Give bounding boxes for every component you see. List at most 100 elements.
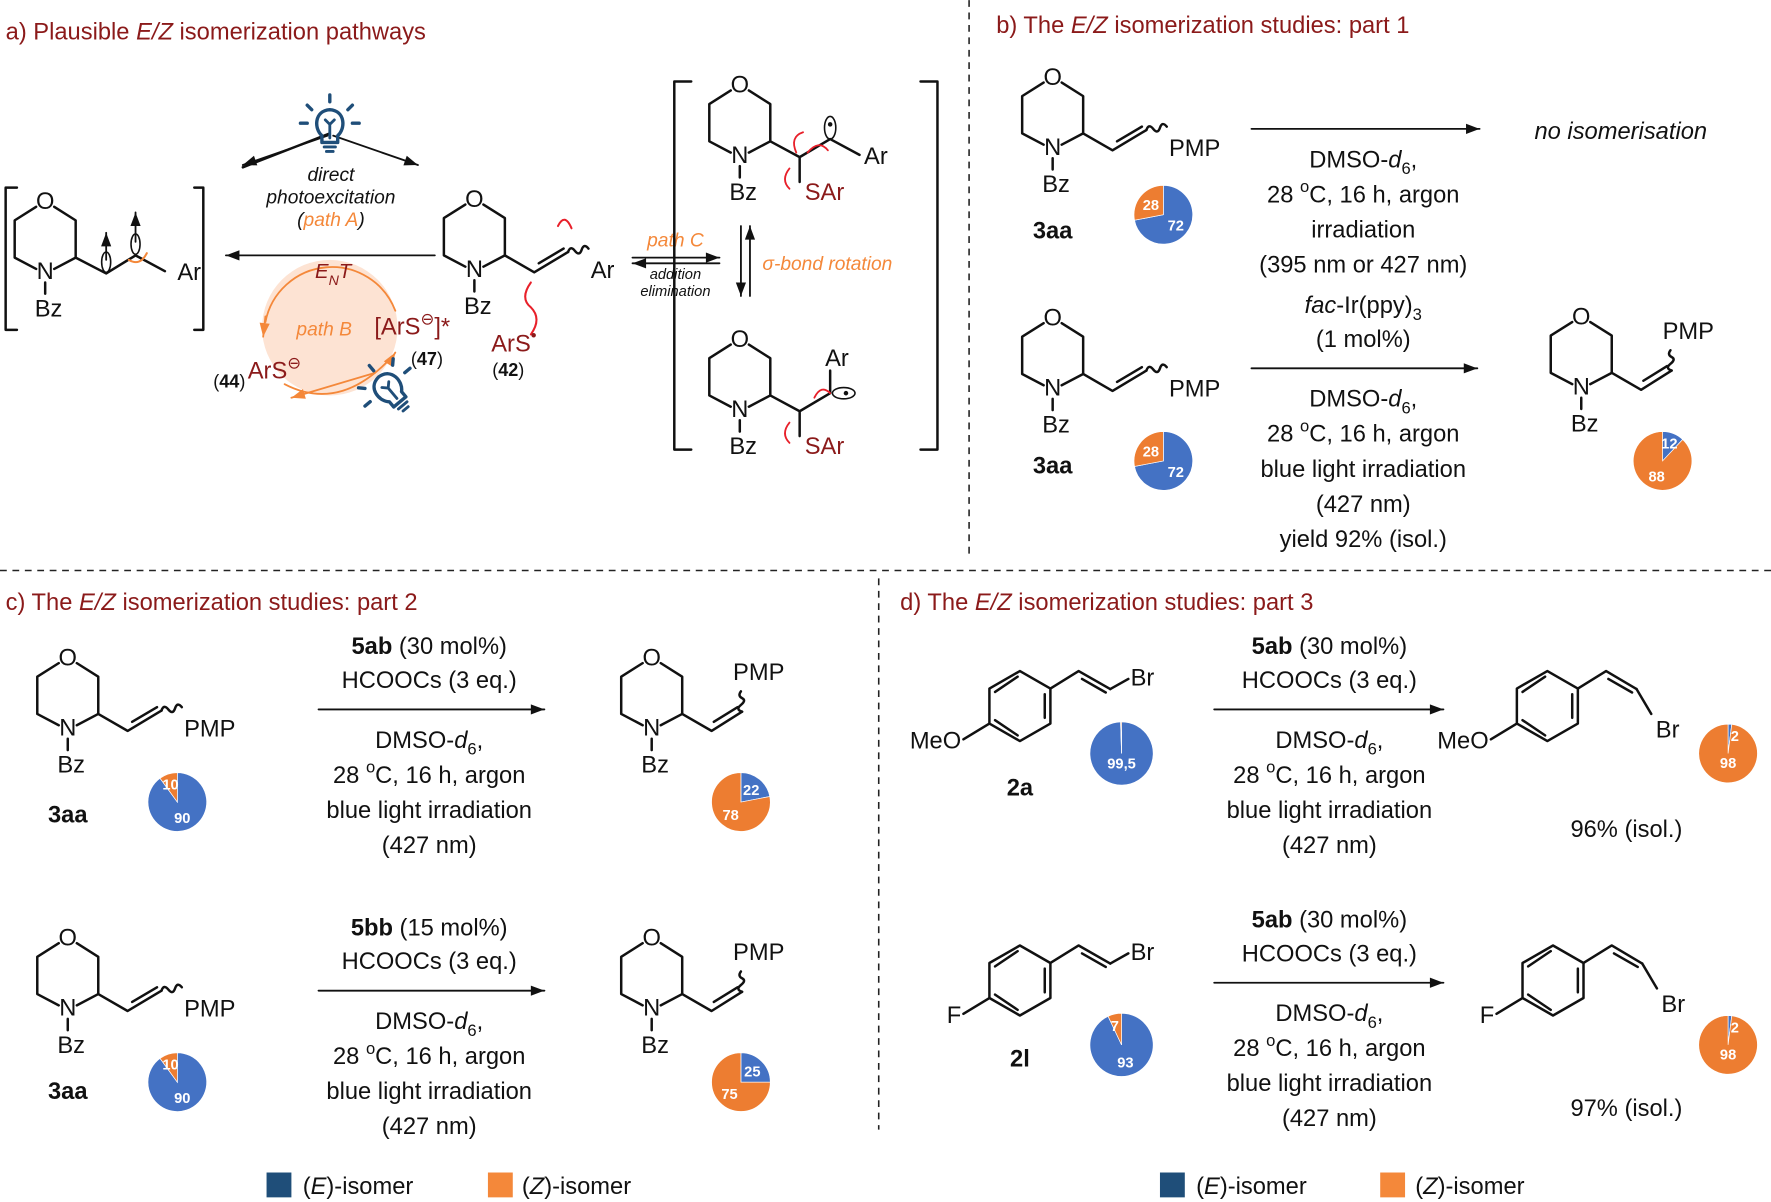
text-segment: yield 92% (isol.): [1280, 527, 1447, 553]
atom-sar: SAr: [805, 434, 845, 460]
pie-slice-z: [1120, 721, 1122, 754]
spin-arrow: [130, 211, 141, 243]
arrow-head: [130, 212, 141, 227]
pie-label-z: 10: [162, 777, 178, 793]
pie-label-e: 12: [1661, 436, 1677, 452]
text-segment: ,: [1377, 728, 1384, 754]
text-segment: 5ab: [1252, 634, 1293, 660]
atom-bz: Bz: [641, 753, 669, 779]
text-segment: 28: [1267, 182, 1300, 208]
text-segment: path A: [303, 210, 359, 231]
radical-dot: [827, 122, 833, 127]
reaction-arrow: [1213, 977, 1445, 988]
condition-below: DMSO-d6,: [1309, 387, 1417, 418]
text-segment: 28: [333, 763, 366, 789]
p-orbital: [831, 386, 856, 400]
text-segment: o: [1300, 177, 1309, 196]
atom-pmp: PMP: [184, 717, 235, 743]
condition-above: (1 mol%): [1316, 327, 1411, 353]
compound-label: 3aa: [1033, 218, 1073, 244]
substituent-bond: [962, 722, 991, 741]
condition-below: 28 oC, 16 h, argon: [1267, 417, 1459, 448]
curly-arrow: [784, 131, 829, 190]
pie-label-e: 90: [174, 1091, 190, 1107]
benzene-ring: [988, 669, 1052, 743]
substrate-ratio-pie: 99,5: [1089, 721, 1154, 786]
spin-arrow: [101, 231, 112, 261]
light-ray: [390, 357, 395, 367]
condition-below: DMSO-d6,: [375, 1009, 483, 1040]
wavy-bond: [737, 690, 746, 713]
text-segment: 6: [467, 1021, 476, 1040]
condition-below: blue light irradiation: [1260, 457, 1466, 483]
pie-label-e: 2: [1731, 729, 1739, 745]
substituent-bond: [1489, 722, 1519, 741]
text-segment: blue light irradiation: [326, 798, 532, 824]
bracket-right: [193, 186, 205, 332]
atom-br: Br: [1131, 666, 1155, 692]
pie-label-e: 90: [174, 811, 190, 827]
adduct-bonds: [769, 369, 832, 438]
text-segment: (427 nm): [382, 833, 477, 859]
pie-label-e: 2: [1731, 1020, 1739, 1036]
wavy-bond: [1145, 122, 1168, 133]
equilibrium-back: [631, 258, 721, 269]
atom-bz: Bz: [35, 296, 63, 322]
rotation-equilibrium-up: [744, 225, 756, 297]
text-segment: (: [411, 349, 417, 369]
pie-slice-z: [711, 1052, 771, 1112]
condition-above: 5bb (15 mol%): [351, 915, 508, 941]
condition-below: blue light irradiation: [1227, 798, 1433, 824]
atom-meo: MeO: [910, 728, 961, 754]
pie-label-z: 78: [722, 808, 738, 824]
alkene-bonds: [1049, 944, 1112, 969]
text-segment: T: [339, 261, 353, 283]
text-segment: ): [356, 210, 364, 231]
condition-below: (427 nm): [1282, 1106, 1377, 1132]
panel-b-title: b) The E/Z isomerization studies: part 1: [996, 13, 1409, 39]
atom-o: O: [1572, 304, 1590, 330]
text-segment: (: [213, 372, 219, 392]
arrow-head: [259, 322, 270, 337]
condition-above: HCOOCs (3 eq.): [342, 668, 517, 694]
bulb-base: [322, 118, 337, 153]
text-segment: o: [366, 758, 375, 777]
text-segment: ): [239, 372, 245, 392]
compound-label: 3aa: [48, 802, 88, 828]
condition-below: 28 oC, 16 h, argon: [333, 758, 525, 789]
pie-slice-z: [1107, 1012, 1122, 1046]
text-segment: •: [531, 326, 537, 345]
arrow-head: [403, 155, 418, 166]
legend-label-z: (Z)-isomer: [1415, 1174, 1524, 1200]
pie-label-e: 22: [743, 783, 759, 799]
text-segment: ArS: [381, 314, 421, 340]
pie-slice-z: [711, 772, 771, 832]
atom-n: N: [731, 143, 748, 169]
cycle-arrow: [259, 315, 270, 338]
atom-n: N: [1044, 135, 1061, 161]
atom-o: O: [465, 187, 483, 213]
atom-ar: Ar: [591, 258, 615, 284]
text-segment: (1 mol%): [1316, 327, 1411, 353]
pie-label-z: 28: [1143, 198, 1159, 214]
arrow-head: [101, 232, 112, 247]
text-segment: [: [374, 314, 381, 340]
aromatic-bonds: [1521, 675, 1574, 737]
atom-n: N: [643, 996, 660, 1022]
curved-arrow-right: [332, 134, 419, 166]
text-segment: C, 16 h, argon: [1275, 763, 1425, 789]
text-segment: E/Z: [1071, 13, 1109, 39]
text-segment: (30 mol%): [392, 634, 507, 660]
text-segment: 28: [1233, 763, 1266, 789]
text-segment: d) The: [900, 590, 975, 616]
text-segment: blue light irradiation: [1227, 1071, 1433, 1097]
light-ray: [356, 386, 367, 391]
compound-label: 3aa: [48, 1079, 88, 1105]
text-segment: C, 16 h, argon: [1309, 182, 1459, 208]
condition-above: 5ab (30 mol%): [351, 634, 506, 660]
reaction-conditions: 5ab (30 mol%)HCOOCs (3 eq.)DMSO-d6,28 oC…: [317, 634, 546, 859]
